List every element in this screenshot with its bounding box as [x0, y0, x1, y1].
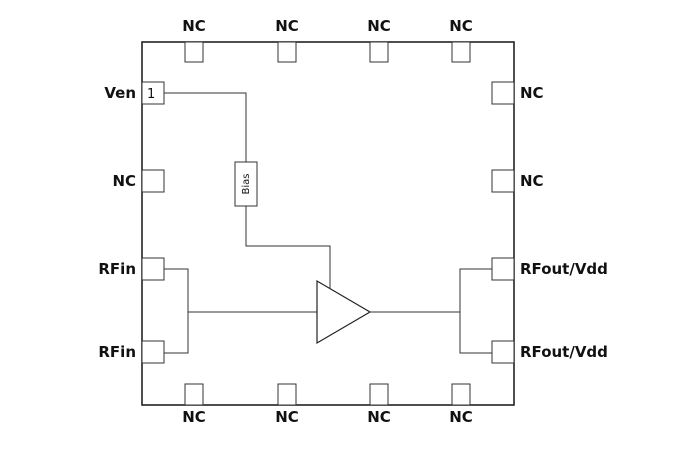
top-pad-4 [451, 41, 471, 63]
right-pad-rfout-2 [491, 340, 515, 364]
top-pin-label-3: NC [367, 17, 391, 35]
top-pin-label-2: NC [275, 17, 299, 35]
right-pad-nc-1 [491, 81, 515, 105]
right-pin-label-4: RFout/Vdd [520, 343, 608, 361]
left-pin-label-2: NC [112, 172, 136, 190]
bottom-pad-3 [369, 383, 389, 406]
top-pin-label-4: NC [449, 17, 473, 35]
bottom-pin-label-1: NC [182, 408, 206, 426]
left-pad-nc [141, 169, 165, 193]
top-pin-label-1: NC [182, 17, 206, 35]
rfout-bus-wire [459, 268, 492, 354]
bottom-pad-2 [277, 383, 297, 406]
top-pins: NC NC NC NC [182, 17, 473, 63]
right-pad-nc-2 [491, 169, 515, 193]
right-pin-label-1: NC [520, 84, 544, 102]
left-pin-label-3: RFin [98, 260, 136, 278]
left-pins: 1 Ven NC RFin RFin [98, 81, 165, 364]
right-pad-rfout-1 [491, 257, 515, 281]
right-pins: NC NC RFout/Vdd RFout/Vdd [491, 81, 608, 364]
bottom-pin-label-4: NC [449, 408, 473, 426]
ven-to-bias-wire [164, 92, 247, 162]
bias-label: Bias [241, 174, 252, 195]
rfin-bus-wire [164, 268, 189, 354]
top-pad-3 [369, 41, 389, 63]
left-pad-rfin-2 [141, 340, 165, 364]
bias-to-amp-wire [245, 206, 331, 290]
left-pad-rfin-1 [141, 257, 165, 281]
top-pad-2 [277, 41, 297, 63]
bottom-pins: NC NC NC NC [182, 383, 473, 426]
bottom-pad-1 [184, 383, 204, 406]
amplifier-triangle-icon [316, 279, 372, 345]
left-pin-label-4: RFin [98, 343, 136, 361]
bottom-pin-label-3: NC [367, 408, 391, 426]
right-pin-label-2: NC [520, 172, 544, 190]
left-pin-label-1: Ven [104, 84, 136, 102]
package-outline [141, 41, 515, 406]
bottom-pin-label-2: NC [275, 408, 299, 426]
bottom-pad-4 [451, 383, 471, 406]
pin1-number: 1 [147, 87, 155, 102]
right-pin-label-3: RFout/Vdd [520, 260, 608, 278]
top-pad-1 [184, 41, 204, 63]
